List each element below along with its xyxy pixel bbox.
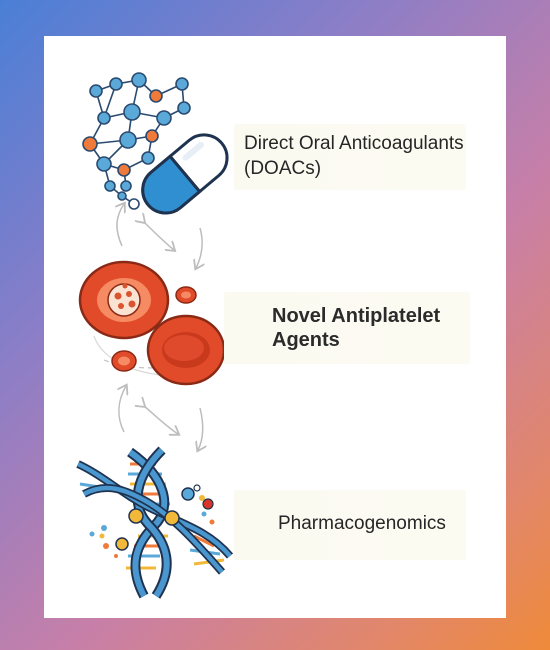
- label-pharmacogenomics-text: Pharmacogenomics: [278, 513, 446, 534]
- connector-arrows-bottom: [119, 386, 203, 450]
- capsule-icon: [141, 133, 229, 215]
- label-antiplatelet-line1: Novel Antiplatelet: [272, 305, 441, 327]
- illustration-layer: [76, 72, 234, 599]
- label-antiplatelet: Novel Antiplatelet Agents: [224, 292, 470, 364]
- connector-arrows-top: [117, 204, 202, 268]
- red-blood-cells-icon: [78, 260, 226, 386]
- label-doacs-text: Direct Oral Anticoagulants (DOACs): [244, 131, 464, 181]
- label-pharmacogenomics: Pharmacogenomics: [234, 490, 466, 560]
- label-doacs-line1: Direct Oral Anticoagulants: [244, 133, 464, 154]
- label-doacs: Direct Oral Anticoagulants (DOACs): [234, 124, 466, 190]
- diagram-card: Direct Oral Anticoagulants (DOACs) Novel…: [44, 36, 506, 618]
- label-doacs-line2: (DOACs): [244, 158, 322, 179]
- label-antiplatelet-text: Novel Antiplatelet Agents: [272, 304, 440, 352]
- label-antiplatelet-line2: Agents: [272, 329, 340, 351]
- dna-helix-icon: [76, 446, 234, 599]
- molecule-network-icon: [82, 72, 191, 210]
